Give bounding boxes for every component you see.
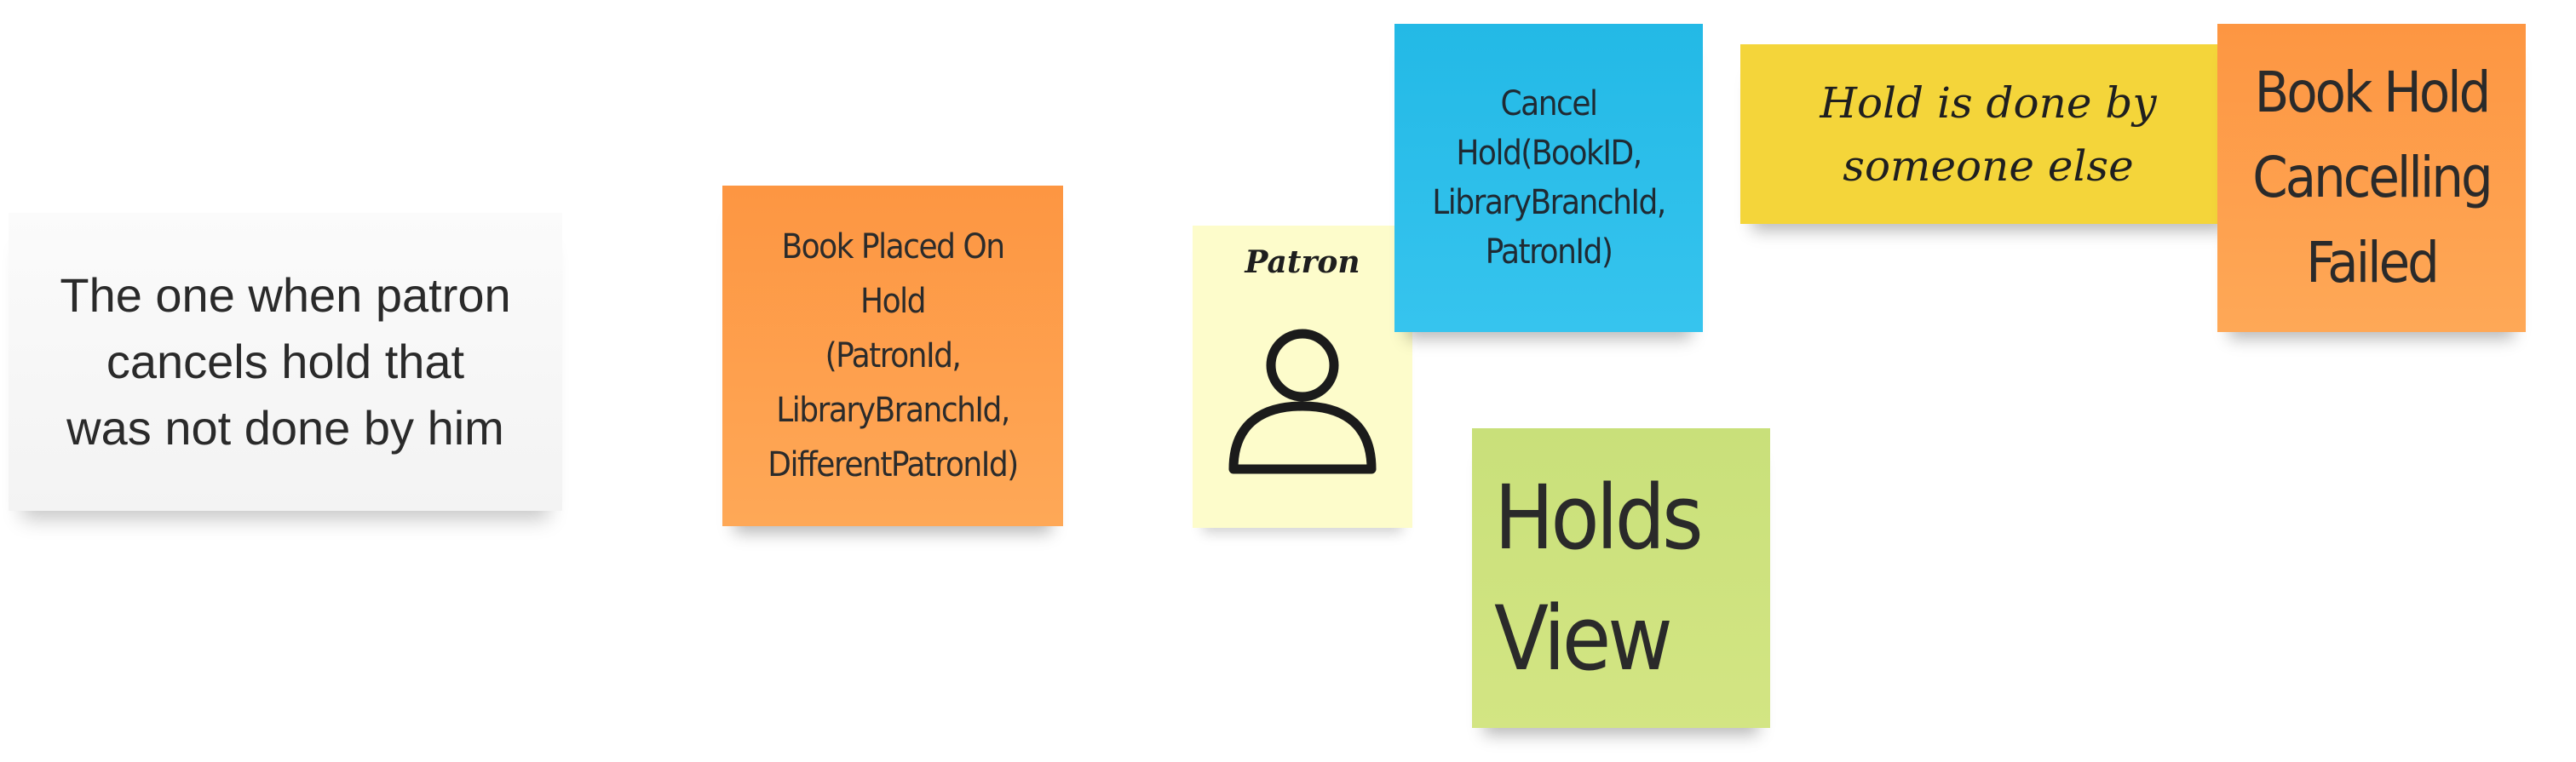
event-text: Book Hold Cancelling Failed xyxy=(2252,60,2493,295)
event-text: Book Placed On Hold (PatronId, LibraryBr… xyxy=(768,227,1019,484)
event-note-book-hold-cancelling-failed[interactable]: Book Hold Cancelling Failed xyxy=(2217,24,2526,332)
command-text: Cancel Hold(BookID, LibraryBranchId, Pat… xyxy=(1432,84,1666,272)
condition-note[interactable]: Hold is done by someone else xyxy=(1740,44,2236,224)
read-model-note-holds-view[interactable]: Holds View xyxy=(1472,428,1770,728)
actor-note-patron[interactable]: Patron xyxy=(1193,226,1412,528)
read-model-text: Holds View xyxy=(1494,466,1704,690)
event-note-book-placed-on-hold[interactable]: Book Placed On Hold (PatronId, LibraryBr… xyxy=(722,186,1063,526)
actor-label: Patron xyxy=(1245,244,1360,280)
person-icon xyxy=(1228,329,1377,474)
command-note-cancel-hold[interactable]: Cancel Hold(BookID, LibraryBranchId, Pat… xyxy=(1394,24,1703,332)
description-note[interactable]: The one when patron cancels hold that wa… xyxy=(9,213,562,511)
description-text: The one when patron cancels hold that wa… xyxy=(60,268,511,455)
condition-text: Hold is done by someone else xyxy=(1820,77,2157,191)
